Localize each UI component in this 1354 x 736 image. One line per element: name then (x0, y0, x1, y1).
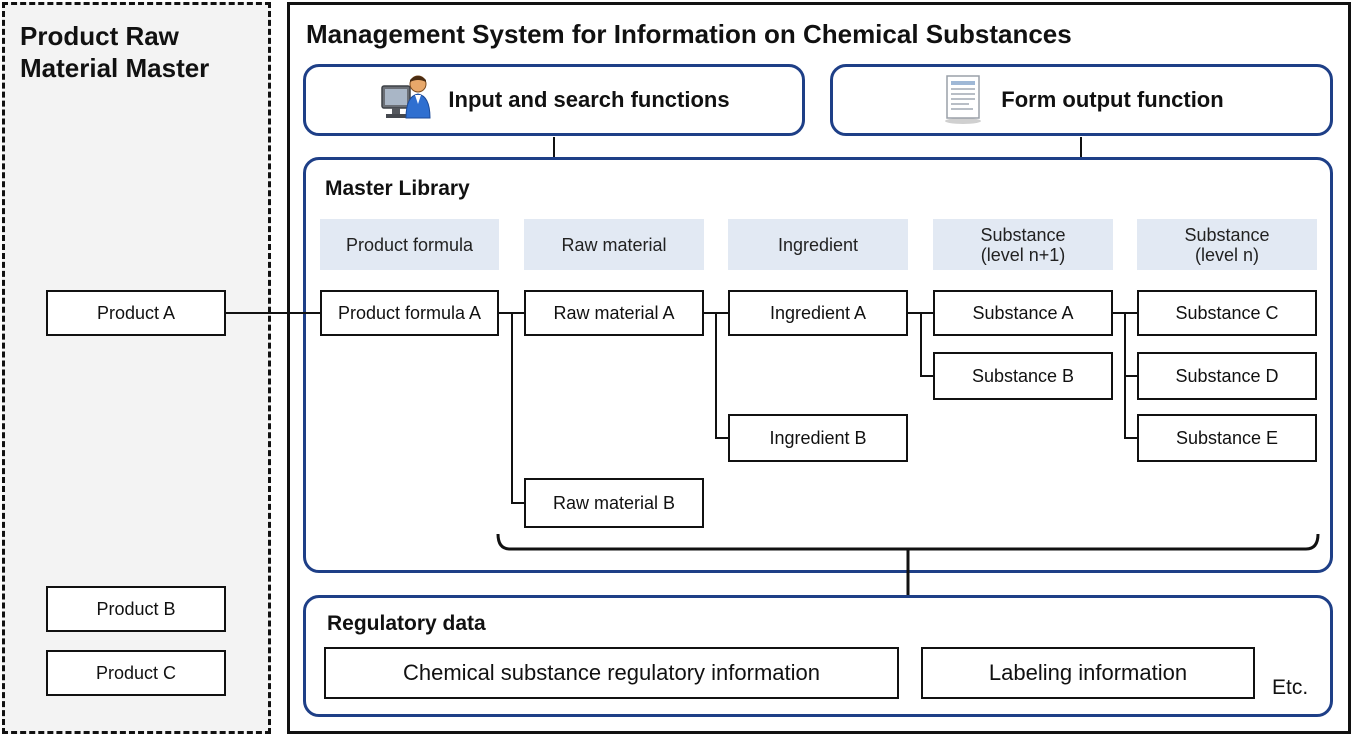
ingredient-b-node: Ingredient B (728, 414, 908, 462)
form-output-function-box: Form output function (830, 64, 1333, 136)
connector-substance-a-to-d (1124, 313, 1137, 377)
connector-ingredient-to-substance-b (920, 313, 933, 377)
column-header-line2: (level n) (1194, 244, 1260, 265)
input-search-functions-label: Input and search functions (448, 87, 730, 112)
labeling-info-box: Labeling information (921, 647, 1255, 699)
user-computer-icon (378, 72, 434, 129)
product-c-box: Product C (46, 650, 226, 696)
master-library-title: Master Library (325, 177, 470, 200)
column-header-substance-level-n: Substance (level n) (1137, 219, 1317, 270)
substance-c-node: Substance C (1137, 290, 1317, 336)
substance-d-node: Substance D (1137, 352, 1317, 400)
substance-e-node: Substance E (1137, 414, 1317, 462)
column-header-line1: Substance (1184, 224, 1270, 245)
chemical-regulatory-info-box: Chemical substance regulatory informatio… (324, 647, 899, 699)
column-header-line2: (level n+1) (980, 244, 1066, 265)
connector-raw-to-ingredient-b (715, 313, 728, 439)
document-icon (939, 72, 987, 129)
column-header-line1: Substance (980, 224, 1066, 245)
column-header-raw-material: Raw material (524, 219, 704, 270)
raw-material-b-node: Raw material B (524, 478, 704, 528)
connector-substance-a-to-e (1124, 376, 1137, 439)
column-header-ingredient: Ingredient (728, 219, 908, 270)
connector-formula-to-raw-b (511, 313, 524, 504)
substance-b-node: Substance B (933, 352, 1113, 400)
product-formula-a-node: Product formula A (320, 290, 499, 336)
form-output-function-label: Form output function (1001, 87, 1224, 112)
substance-a-node: Substance A (933, 290, 1113, 336)
column-header-line1: Raw material (561, 234, 667, 255)
input-search-functions-box: Input and search functions (303, 64, 805, 136)
column-header-product-formula: Product formula (320, 219, 499, 270)
library-bracket (496, 533, 1320, 551)
column-header-substance-level-n-plus-1: Substance (level n+1) (933, 219, 1113, 270)
column-header-line1: Ingredient (777, 234, 859, 255)
product-b-box: Product B (46, 586, 226, 632)
product-a-box: Product A (46, 290, 226, 336)
regulatory-data-title: Regulatory data (327, 612, 486, 635)
left-title-line1: Product Raw (20, 21, 179, 51)
regulatory-etc-label: Etc. (1272, 676, 1309, 699)
left-title-line2: Material Master (20, 53, 210, 83)
system-title: Management System for Information on Che… (306, 19, 1072, 49)
ingredient-a-node: Ingredient A (728, 290, 908, 336)
column-header-line1: Product formula (345, 234, 474, 255)
raw-material-a-node: Raw material A (524, 290, 704, 336)
left-panel-title: Product Raw Material Master (20, 20, 260, 84)
